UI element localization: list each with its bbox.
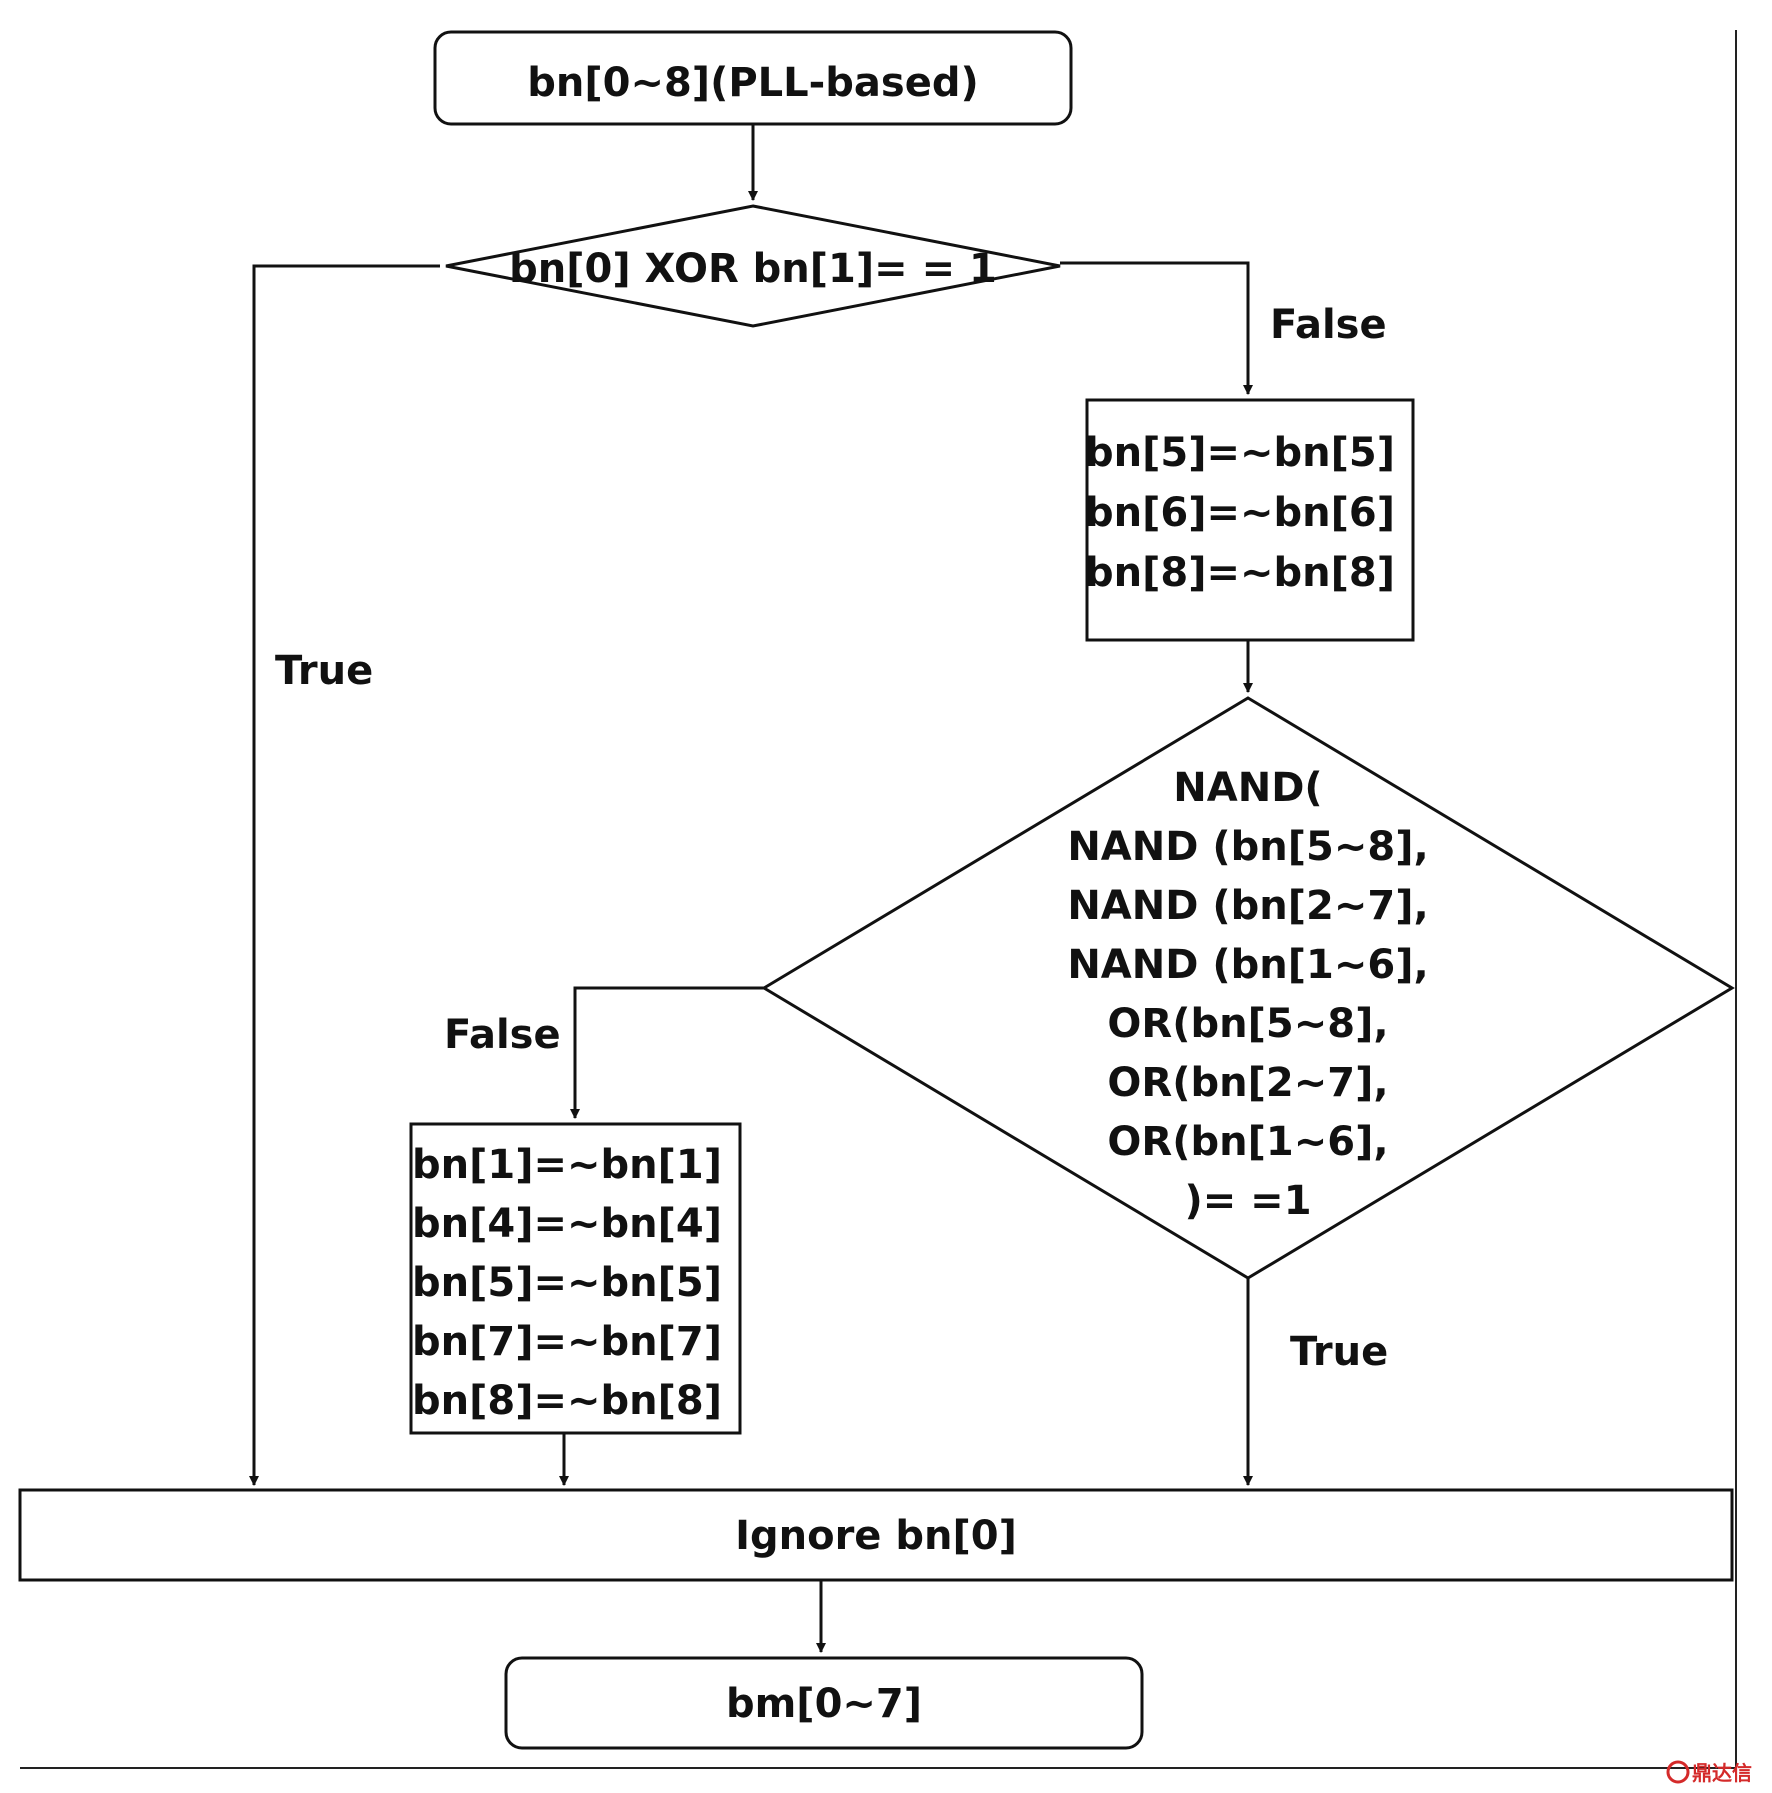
decision2-line-4: NAND (bn[1~6], xyxy=(1067,942,1428,988)
start-node: bn[0~8](PLL-based) xyxy=(433,30,1073,126)
edge-label-d2-true: True xyxy=(1290,1329,1388,1375)
decision2-line-8: )= =1 xyxy=(1184,1178,1311,1224)
invert-b-line-1: bn[1]=~bn[1] xyxy=(412,1142,722,1188)
end-label: bm[0~7] xyxy=(726,1681,922,1727)
decision2-line-7: OR(bn[1~6], xyxy=(1107,1119,1388,1165)
invert-b-line-2: bn[4]=~bn[4] xyxy=(412,1201,722,1247)
edge-label-d2-false: False xyxy=(444,1012,561,1058)
invert-b-node: bn[1]=~bn[1] bn[4]=~bn[4] bn[5]=~bn[5] b… xyxy=(409,1122,742,1435)
decision1-label: bn[0] XOR bn[1]= = 1 xyxy=(509,246,997,292)
edge-decision1-true xyxy=(249,264,440,1486)
invert-a-line-1: bn[5]=~bn[5] xyxy=(1085,430,1395,476)
invert-b-line-5: bn[8]=~bn[8] xyxy=(412,1378,722,1424)
edge-label-d1-true: True xyxy=(275,648,373,694)
decision2-line-2: NAND (bn[5~8], xyxy=(1067,824,1428,870)
edge-label-d1-false: False xyxy=(1270,302,1387,348)
decision2-line-3: NAND (bn[2~7], xyxy=(1067,883,1428,929)
ignore-label: Ignore bn[0] xyxy=(735,1513,1017,1559)
decision1-node: bn[0] XOR bn[1]= = 1 xyxy=(445,204,1061,328)
invert-a-line-3: bn[8]=~bn[8] xyxy=(1085,550,1395,596)
invert-b-line-3: bn[5]=~bn[5] xyxy=(412,1260,722,1306)
edge-decision1-false xyxy=(1060,261,1253,395)
invert-a-node: bn[5]=~bn[5] bn[6]=~bn[6] bn[8]=~bn[8] xyxy=(1085,398,1415,642)
start-label: bn[0~8](PLL-based) xyxy=(527,60,979,106)
decision2-line-6: OR(bn[2~7], xyxy=(1107,1060,1388,1106)
decision2-line-1: NAND( xyxy=(1173,765,1322,811)
invert-b-line-4: bn[7]=~bn[7] xyxy=(412,1319,722,1365)
watermark-text: 鼎达信 xyxy=(1692,1761,1752,1785)
invert-a-line-2: bn[6]=~bn[6] xyxy=(1085,490,1395,536)
decision2-line-5: OR(bn[5~8], xyxy=(1107,1001,1388,1047)
watermark-logo-icon xyxy=(1666,1760,1690,1784)
end-node: bm[0~7] xyxy=(504,1656,1144,1750)
watermark: 鼎达信 xyxy=(1666,1760,1752,1785)
decision2-node: NAND( NAND (bn[5~8], NAND (bn[2~7], NAND… xyxy=(761,696,1735,1280)
edge-decision2-false xyxy=(570,986,764,1119)
ignore-node: Ignore bn[0] xyxy=(18,1488,1734,1582)
